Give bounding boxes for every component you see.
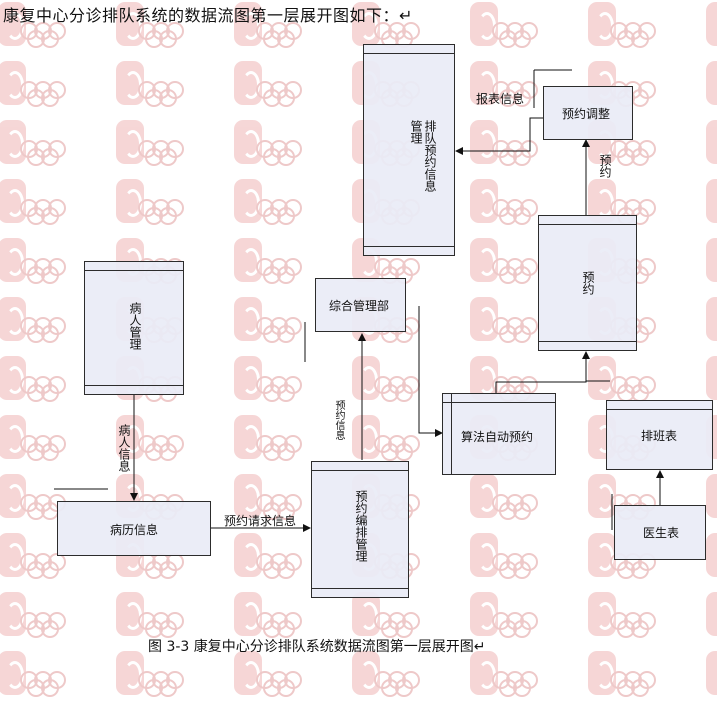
queue-mgmt-label: 排队预约信息管理 [409, 120, 437, 192]
flow-label-booking-info: 预约信息 [333, 400, 344, 440]
auto-booking-label: 算法自动预约 [461, 430, 534, 444]
process-booking-scheduler: 预约编排管理 [311, 461, 409, 598]
flow-label-report-info: 报表信息 [476, 92, 525, 106]
data-flow-diagram: 排队预约信息管理 预约调整 预约 病人管理 综合管理部 算法自动预约 排班表 病… [54, 44, 713, 598]
watermark-rings-icon [256, 671, 316, 697]
patient-mgmt-label: 病人管理 [128, 302, 142, 350]
entity-integrated-dept: 综合管理部 [315, 278, 406, 332]
process-auto-booking: 算法自动预约 [442, 393, 556, 475]
flow-label-booking-request: 预约请求信息 [224, 514, 297, 528]
doctor-table-label: 医生表 [643, 526, 680, 540]
watermark-rings-icon [492, 671, 552, 697]
watermark-rings-icon [610, 671, 670, 697]
process-schedule-adjust: 预约调整 [543, 86, 633, 140]
figure-caption: 图 3-3 康复中心分诊排队系统数据流图第一层展开图↵ [148, 639, 486, 655]
page-heading: 康复中心分诊排队系统的数据流图第一层展开图如下：↵ [3, 6, 413, 25]
shift-table-label: 排班表 [641, 429, 678, 443]
booking-scheduler-label: 预约编排管理 [354, 490, 368, 562]
entity-doctor-table: 医生表 [614, 505, 706, 560]
datastore-medical-record: 病历信息 [57, 501, 211, 556]
booking-label: 预约 [581, 271, 595, 295]
process-booking: 预约 [538, 215, 637, 351]
watermark-rings-icon [374, 671, 434, 697]
flow-report-info [455, 117, 543, 155]
flow-label-booking: 预约 [598, 154, 612, 178]
medical-record-label: 病历信息 [110, 523, 159, 537]
integrated-dept-label: 综合管理部 [329, 299, 390, 313]
watermark-rings-icon [138, 671, 198, 697]
process-queue-booking-mgmt: 排队预约信息管理 [363, 44, 455, 256]
flow-label-patient-info: 病人信息 [117, 424, 131, 472]
watermark-rings-icon [20, 671, 80, 697]
process-patient-mgmt: 病人管理 [84, 261, 184, 395]
schedule-adjust-label: 预约调整 [562, 107, 611, 121]
flow-auto-to-booking [495, 351, 590, 393]
datastore-shift-table: 排班表 [606, 400, 713, 470]
flow-dept-to-auto [418, 306, 443, 437]
